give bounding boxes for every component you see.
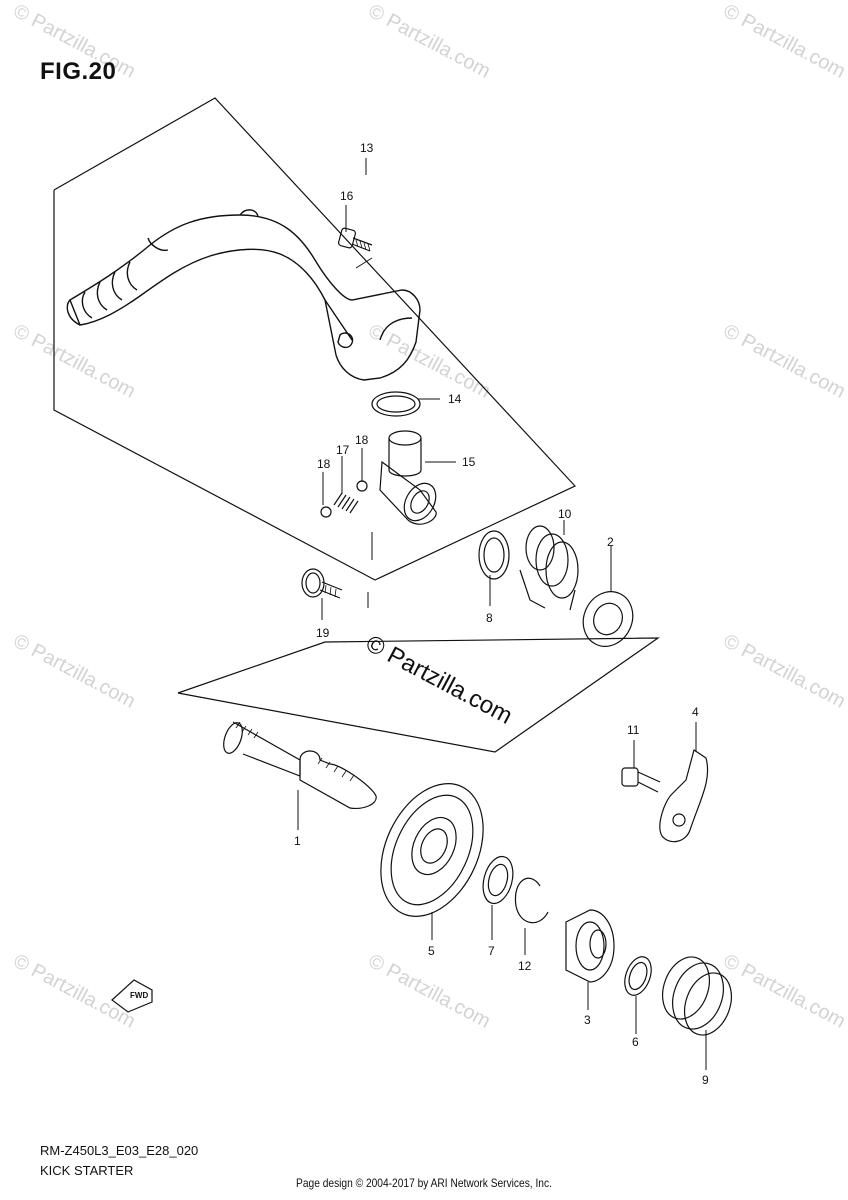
section-subtitle: KICK STARTER xyxy=(40,1163,134,1178)
callout-10: 10 xyxy=(558,507,572,521)
kick-spring-10 xyxy=(519,525,579,611)
group-box-kick-lever xyxy=(53,97,576,581)
bolt-16 xyxy=(337,227,373,252)
callout-7: 7 xyxy=(488,944,495,958)
callout-5: 5 xyxy=(428,944,435,958)
callout-3: 3 xyxy=(584,1013,591,1027)
callout-9: 9 xyxy=(702,1073,709,1087)
figure-title: FIG.20 xyxy=(40,58,117,85)
ratchet-spring-9 xyxy=(662,956,732,1036)
o-ring-14 xyxy=(371,391,421,417)
washer-7 xyxy=(482,855,514,905)
callout-8: 8 xyxy=(486,611,493,625)
callout-17: 17 xyxy=(336,443,350,457)
leader-lines xyxy=(297,158,707,1070)
bolt-19 xyxy=(301,568,343,599)
group-box-shaft xyxy=(177,637,660,753)
kick-ratchet-3 xyxy=(565,909,615,983)
callout-1: 1 xyxy=(294,834,301,848)
callout-19: 19 xyxy=(316,626,330,640)
callout-4: 4 xyxy=(692,705,699,719)
callout-13: 13 xyxy=(360,141,374,155)
callout-12: 12 xyxy=(518,959,532,973)
bolt-11 xyxy=(621,767,661,793)
callout-16: 16 xyxy=(340,189,354,203)
spring-17 xyxy=(333,492,359,514)
callout-18-left: 18 xyxy=(317,457,331,471)
spring-guide-2 xyxy=(582,591,634,647)
fwd-label: FWD xyxy=(130,991,148,1000)
fwd-arrow-icon: FWD xyxy=(111,979,153,1013)
ball-18-left xyxy=(320,506,332,518)
callout-14: 14 xyxy=(448,392,462,406)
callout-11: 11 xyxy=(627,723,640,737)
callout-2: 2 xyxy=(607,535,614,549)
kick-shaft-15 xyxy=(379,430,437,525)
callout-6: 6 xyxy=(632,1035,639,1049)
kick-starter-shaft-1 xyxy=(223,721,377,809)
washer-6 xyxy=(624,956,652,996)
diagram-code: RM-Z450L3_E03_E28_020 xyxy=(40,1143,199,1158)
washer-8 xyxy=(478,530,510,580)
callout-labels: 13 16 14 15 18 17 18 19 8 10 2 1 5 7 12 … xyxy=(294,141,709,1087)
kick-lever xyxy=(66,209,421,381)
page-footer: Page design © 2004-2017 by ARI Network S… xyxy=(296,1176,552,1190)
circlip-12 xyxy=(514,877,549,924)
callout-15: 15 xyxy=(462,455,476,469)
ball-18-right xyxy=(356,480,368,492)
callout-18-top: 18 xyxy=(355,433,369,447)
kick-gear-5 xyxy=(380,783,484,917)
ratchet-guide-4 xyxy=(659,749,709,843)
